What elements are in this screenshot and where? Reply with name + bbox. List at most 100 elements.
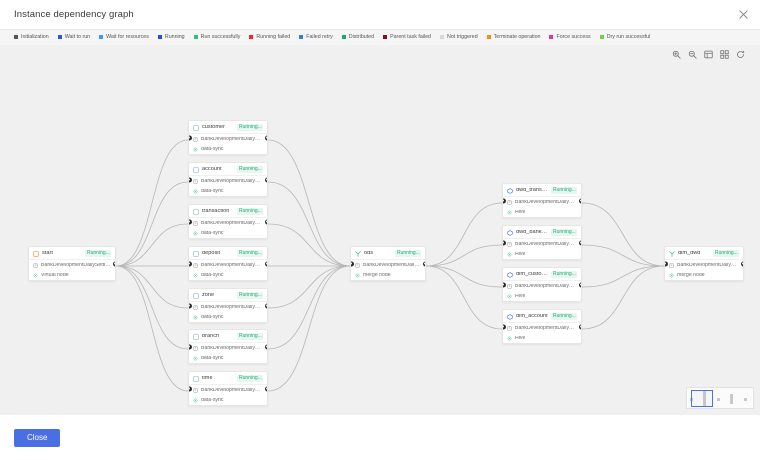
node-workflow: BankDevelopmentDailySettlem... (201, 178, 263, 184)
node-port-left[interactable] (189, 176, 193, 184)
legend-item: Force success (549, 34, 591, 40)
node-port-right[interactable] (577, 323, 581, 331)
minimap[interactable] (686, 387, 754, 409)
graph-node-dwd_transaction_d[interactable]: dwd_transaction_d…Running...BankDevelopm… (502, 183, 582, 219)
node-type-row: data-sync (189, 228, 267, 238)
node-port-right[interactable] (263, 176, 267, 184)
node-workflow-row: BankDevelopmentDailySettlem... (189, 260, 267, 270)
node-port-left[interactable] (189, 302, 193, 310)
node-workflow-row: BankDevelopmentDailySettlem... (189, 134, 267, 144)
minimap-node (703, 393, 707, 397)
node-port-right[interactable] (421, 260, 425, 268)
close-icon[interactable] (736, 8, 750, 22)
legend-label: Distributed (348, 33, 375, 40)
graph-edge (581, 202, 665, 267)
node-port-right[interactable] (263, 134, 267, 142)
graph-node-account[interactable]: accountRunning...BankDevelopmentDailySet… (188, 162, 268, 198)
node-port-right[interactable] (739, 260, 743, 268)
node-task-type: Hive (515, 335, 526, 341)
status-badge: Running... (395, 250, 421, 257)
node-port-right[interactable] (263, 218, 267, 226)
zoom-in-icon[interactable] (671, 49, 682, 60)
node-divider (503, 280, 581, 281)
node-workflow-row: BankDevelopmentDailySettlem... (189, 343, 267, 353)
legend-item: Wait for resources (99, 34, 149, 40)
node-workflow-row: BankDevelopmentDailySettlem... (665, 260, 743, 270)
node-workflow-row: BankDevelopmentDailySettlem... (189, 218, 267, 228)
node-type-icon (507, 229, 513, 236)
fit-view-icon[interactable] (703, 49, 714, 60)
node-task-type-icon (193, 147, 198, 152)
node-type-icon (193, 250, 199, 257)
edge-layer (115, 139, 665, 392)
legend-item: Dry run successful (599, 34, 650, 40)
node-type-icon (33, 250, 39, 257)
node-title: customer (202, 124, 226, 130)
node-port-left[interactable] (189, 260, 193, 268)
node-workflow: BankDevelopmentDailySettlem... (201, 387, 263, 393)
graph-node-dim_dwd[interactable]: dim_dwdRunning...BankDevelopmentDailySet… (664, 246, 744, 282)
node-task-type: data-sync (201, 230, 224, 236)
minimap-node (729, 401, 733, 405)
node-divider (189, 133, 267, 134)
close-button[interactable]: Close (14, 428, 61, 447)
minimap-node (729, 394, 733, 398)
node-port-left[interactable] (503, 197, 507, 205)
graph-node-ods[interactable]: odsRunning...BankDevelopmentDailySettlem… (350, 246, 426, 282)
status-badge: Running... (237, 250, 263, 257)
node-port-left[interactable] (665, 260, 669, 268)
refresh-icon[interactable] (735, 49, 746, 60)
legend-swatch-icon (99, 35, 104, 40)
node-task-type-icon (193, 189, 198, 194)
workflow-icon (669, 262, 674, 268)
node-port-left[interactable] (189, 385, 193, 393)
graph-node-zone[interactable]: zoneRunning...BankDevelopmentDailySettle… (188, 288, 268, 324)
node-port-left[interactable] (503, 323, 507, 331)
node-port-left[interactable] (189, 218, 193, 226)
legend-swatch-icon (193, 35, 198, 40)
minimap-viewport[interactable] (691, 390, 713, 407)
node-port-left[interactable] (189, 343, 193, 351)
node-port-right[interactable] (263, 260, 267, 268)
node-divider (189, 384, 267, 385)
node-port-left[interactable] (503, 239, 507, 247)
node-divider (503, 238, 581, 239)
graph-node-time[interactable]: timeRunning...BankDevelopmentDailySettle… (188, 371, 268, 407)
graph-node-branch[interactable]: branchRunning...BankDevelopmentDailySett… (188, 329, 268, 365)
node-type-icon (193, 124, 199, 131)
node-title: start (42, 250, 53, 256)
minimap-node (703, 391, 707, 395)
graph-edge (425, 202, 503, 267)
node-type-icon (507, 313, 513, 320)
node-port-right[interactable] (263, 343, 267, 351)
legend-swatch-icon (249, 35, 254, 40)
zoom-out-icon[interactable] (687, 49, 698, 60)
node-port-right[interactable] (577, 239, 581, 247)
legend-label: Terminate operation (493, 33, 541, 40)
graph-node-deposit[interactable]: depositRunning...BankDevelopmentDailySet… (188, 246, 268, 282)
node-port-left[interactable] (503, 281, 507, 289)
graph-node-dwd_bank_deposit[interactable]: dwd_bank_depositRunning...BankDevelopmen… (502, 225, 582, 261)
status-badge: Running... (237, 375, 263, 382)
node-port-right[interactable] (577, 281, 581, 289)
node-port-left[interactable] (351, 260, 355, 268)
node-workflow-row: BankDevelopmentDailySettlem... (189, 176, 267, 186)
node-port-right[interactable] (263, 302, 267, 310)
graph-edge (267, 265, 351, 392)
node-port-right[interactable] (263, 385, 267, 393)
node-port-right[interactable] (111, 260, 115, 268)
layout-icon[interactable] (719, 49, 730, 60)
node-type-row: Hive (503, 207, 581, 217)
node-type-row: data-sync (189, 270, 267, 280)
node-port-left[interactable] (189, 134, 193, 142)
node-port-right[interactable] (577, 197, 581, 205)
